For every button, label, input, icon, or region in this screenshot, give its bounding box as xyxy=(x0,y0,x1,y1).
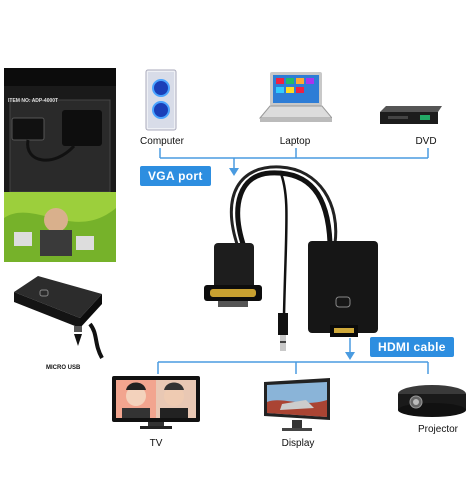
adapter-side-view xyxy=(10,272,110,362)
computer-label: Computer xyxy=(140,136,184,147)
vga-port-callout: VGA port xyxy=(140,166,211,186)
vga-hdmi-adapter xyxy=(190,165,390,365)
projector-label: Projector xyxy=(417,424,458,435)
package-item-number: ITEM NO: ADP-4000T xyxy=(8,98,59,104)
product-package: ITEM NO: ADP-4000T xyxy=(4,68,116,262)
display-icon xyxy=(262,378,332,434)
package-image xyxy=(4,68,116,262)
laptop-icon xyxy=(258,70,332,128)
display-label: Display xyxy=(281,438,315,449)
laptop-label: Laptop xyxy=(279,136,311,147)
dvd-player-icon xyxy=(380,106,442,126)
hdmi-cable-callout: HDMI cable xyxy=(370,337,454,357)
computer-icon xyxy=(142,68,180,132)
micro-usb-label: MICRO USB xyxy=(46,365,81,371)
tv-label: TV xyxy=(149,438,163,449)
dvd-label: DVD xyxy=(415,136,437,147)
tv-icon xyxy=(112,376,200,430)
projector-icon xyxy=(396,384,468,418)
